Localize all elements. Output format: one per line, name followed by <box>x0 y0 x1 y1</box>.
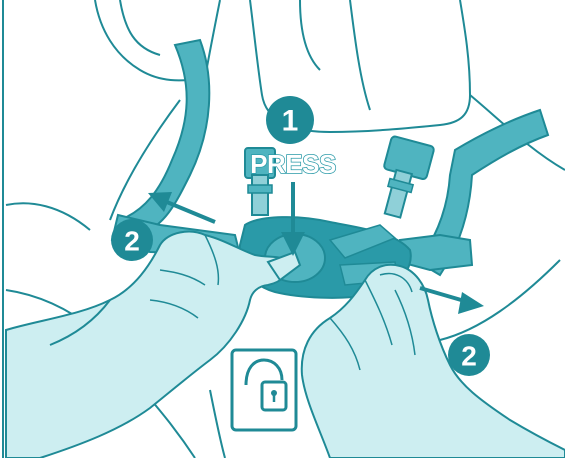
buckle-tongue-right <box>372 136 434 222</box>
unlock-padlock-icon <box>232 350 296 430</box>
step-2-left-badge: 2 <box>111 219 153 261</box>
step-1-badge: 1 <box>266 96 314 144</box>
step-2-right-badge: 2 <box>448 334 490 376</box>
step-2-left-number: 2 <box>124 226 140 257</box>
press-label: PRESS <box>250 149 336 179</box>
step-1-number: 1 <box>282 105 299 138</box>
step-2-right-number: 2 <box>461 341 477 372</box>
